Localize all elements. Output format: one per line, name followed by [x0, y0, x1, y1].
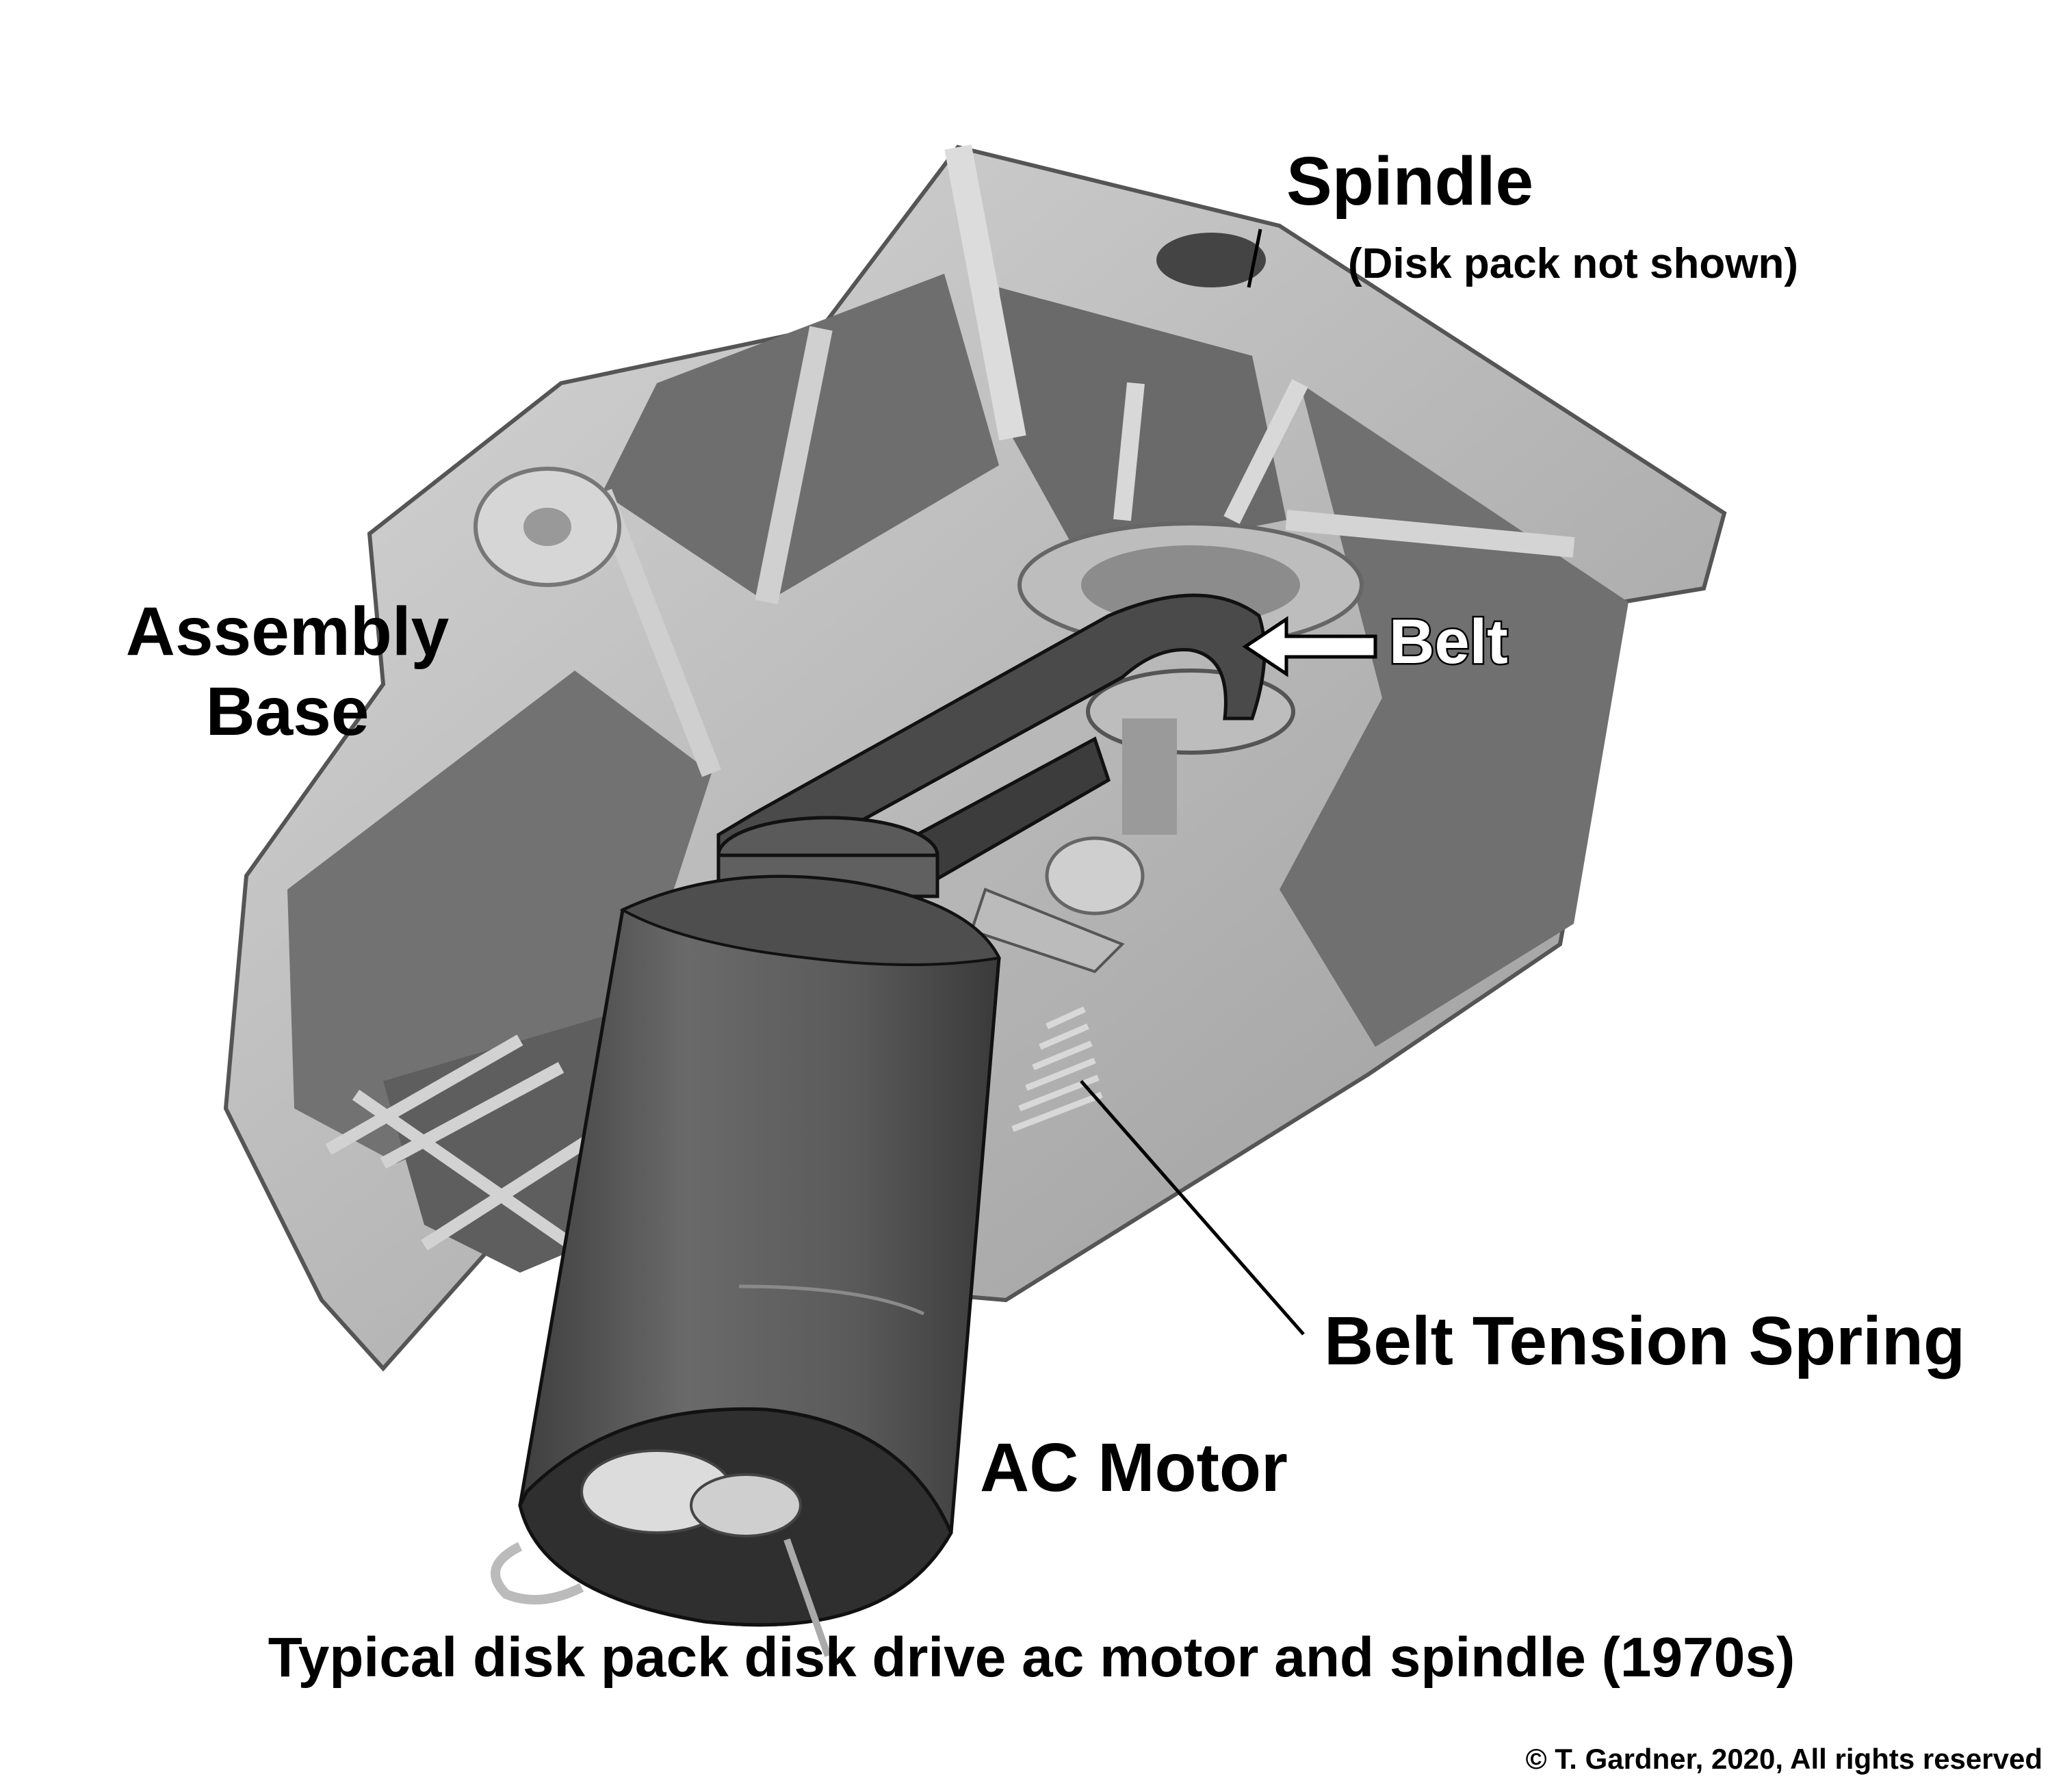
- assembly-base-label-line2: Base: [205, 673, 369, 750]
- copyright-notice: © T. Gardner, 2020, All rights reserved: [1525, 1743, 2042, 1775]
- assembly-base-label-line1: Assembly: [125, 593, 450, 670]
- belt-label: Belt: [1388, 606, 1510, 678]
- belt-tension-spring: [970, 836, 1305, 1336]
- ac-motor: [491, 874, 1002, 1657]
- ac-motor-label: AC Motor: [980, 1429, 1288, 1506]
- belt-tension-spring-label: Belt Tension Spring: [1324, 1303, 1966, 1379]
- motor-pulley: [716, 816, 939, 898]
- belt: [716, 593, 1267, 885]
- belt-arrow-icon: [1242, 616, 1377, 677]
- spindle-label: Spindle: [1286, 143, 1534, 220]
- disk-pack-note: (Disk pack not shown): [1348, 240, 1798, 287]
- figure-caption: Typical disk pack disk drive ac motor an…: [268, 1626, 1795, 1689]
